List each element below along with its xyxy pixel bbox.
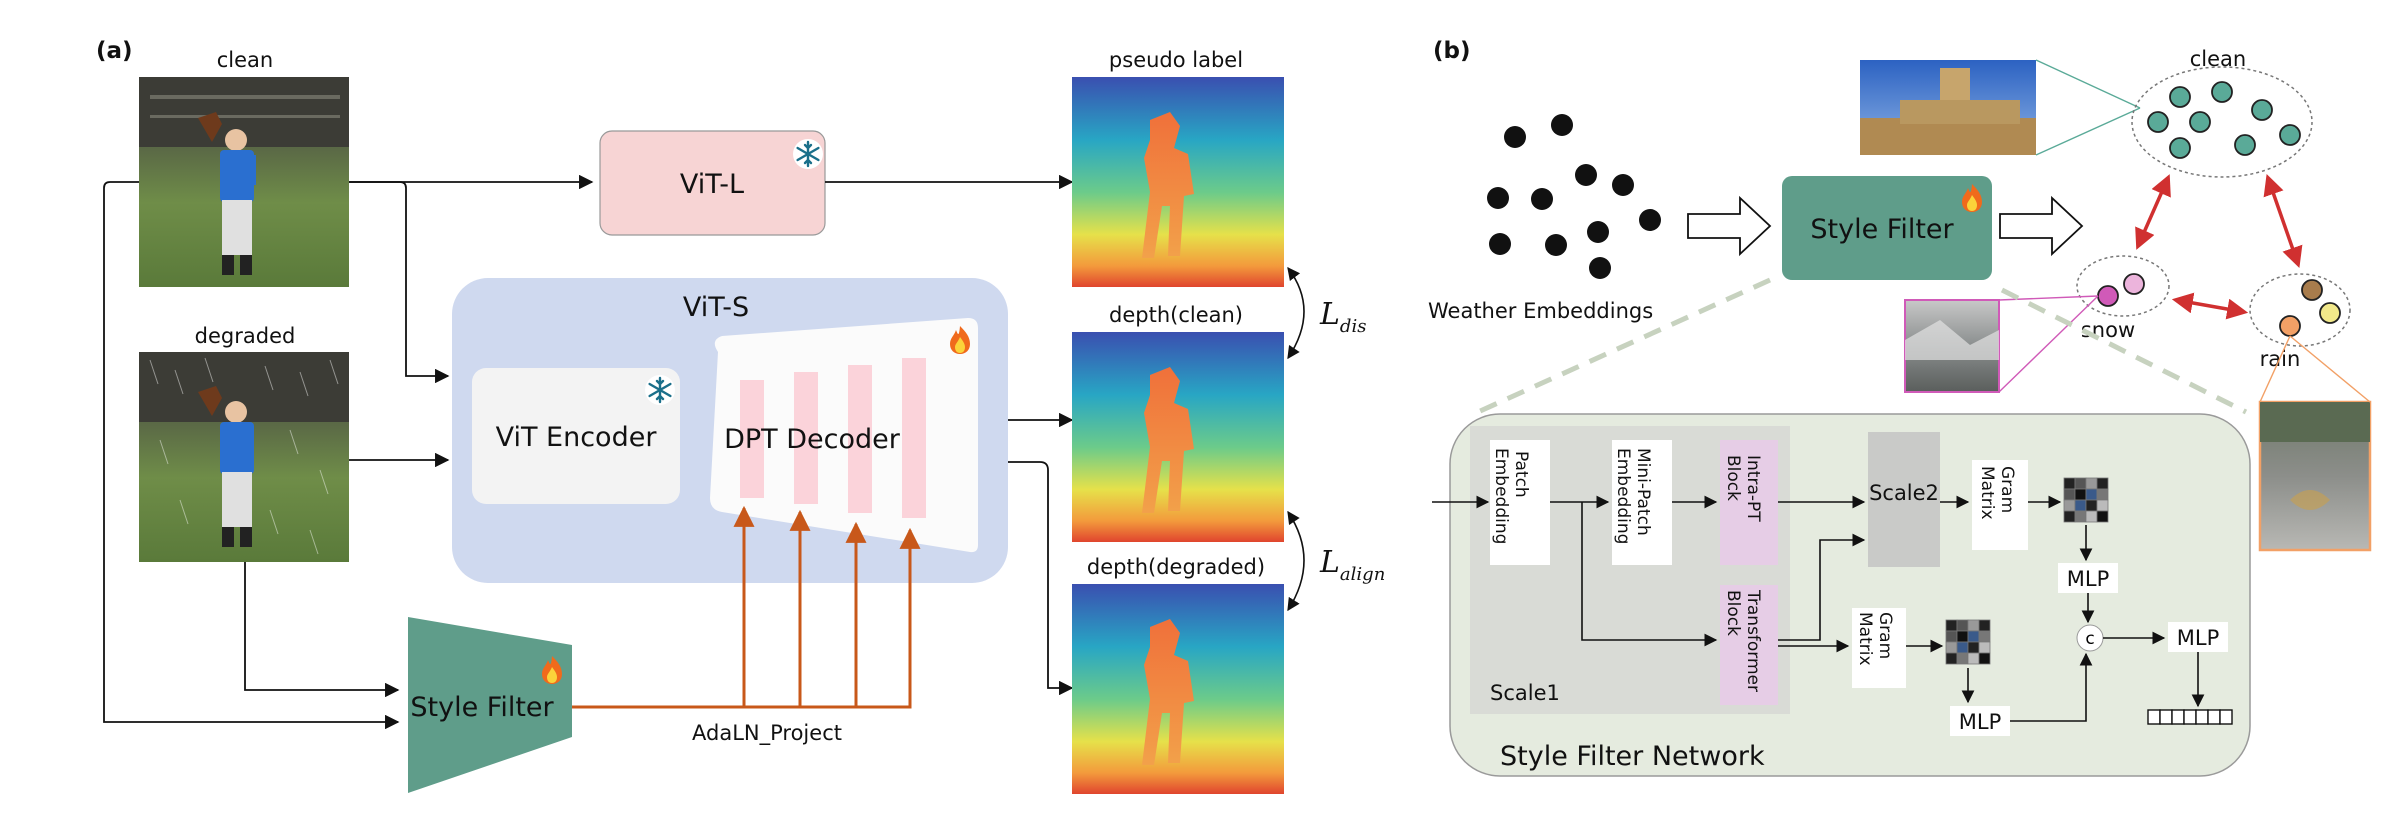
depth-degraded-title: depth(degraded) — [1087, 555, 1265, 579]
gram-matrix-label-1b: Matrix — [1977, 466, 1997, 520]
transformer-label: Transformer — [1743, 589, 1763, 692]
clean-sample-connectors — [2035, 59, 2141, 156]
pseudo-label-title: pseudo label — [1109, 48, 1243, 72]
clean-input-image — [139, 77, 349, 287]
gram-grid-2 — [1945, 619, 1991, 665]
snow-cluster-label: snow — [2081, 318, 2135, 342]
weather-embedding-dots — [1487, 114, 1661, 279]
style-filter-network: Scale1 Style Filter Network Patch Embedd… — [1432, 413, 2251, 777]
cluster-distance-arrows — [2135, 174, 2303, 320]
network-title: Style Filter Network — [1500, 741, 1765, 772]
loss-align-label: Lalign — [1319, 545, 1385, 585]
output-vector — [2147, 709, 2233, 725]
vit-s-block: ViT-S ViT Encoder DPT Decoder — [452, 278, 1008, 583]
intra-pt-label-2: Block — [1723, 455, 1743, 501]
degraded-input-label: degraded — [195, 324, 296, 348]
mlp-label-3: MLP — [2177, 626, 2219, 650]
snow-sample-image — [1904, 299, 2000, 393]
rain-sample-image — [2258, 400, 2372, 552]
patch-embedding-label-2: Embedding — [1491, 448, 1511, 544]
snow-cluster — [2076, 255, 2170, 317]
degraded-input-image — [139, 352, 349, 562]
rain-sample-connectors — [2259, 335, 2371, 403]
gram-grid-1 — [2063, 477, 2109, 523]
scale2-label: Scale2 — [1869, 481, 1939, 505]
zoom-guide-lines — [1476, 277, 2248, 415]
snow-sample-connectors — [1998, 295, 2099, 393]
clean-input-label: clean — [217, 48, 273, 72]
vit-l-block: ViT-L — [599, 130, 826, 236]
snowflake-icon — [643, 373, 677, 407]
style-filter-b: Style Filter — [1782, 176, 1992, 280]
style-filter-a-label: Style Filter — [410, 692, 554, 723]
depth-clean-map — [1072, 332, 1284, 542]
panel-b-tag: (b) — [1433, 38, 1471, 64]
mini-patch-label-2: Embedding — [1613, 448, 1633, 544]
concat-label: c — [2085, 629, 2094, 649]
rain-cluster — [2249, 273, 2351, 347]
adaln-projection-lines — [572, 505, 921, 709]
hollow-arrow-in — [1687, 195, 1772, 257]
depth-clean-title: depth(clean) — [1109, 303, 1243, 327]
pseudo-label-depth-map — [1072, 77, 1284, 287]
snowflake-icon — [791, 137, 825, 171]
dpt-decoder-label: DPT Decoder — [724, 424, 901, 455]
intra-pt-label: Intra-PT — [1743, 455, 1763, 522]
hollow-arrow-out — [1999, 195, 2084, 257]
adaln-label: AdaLN_Project — [692, 721, 842, 746]
depth-degraded-map — [1072, 584, 1284, 794]
weather-embeddings-label: Weather Embeddings — [1428, 299, 1653, 323]
scale1-label: Scale1 — [1490, 681, 1560, 705]
gram-matrix-label-2b: Matrix — [1855, 612, 1875, 666]
loss-dis-label: Ldis — [1319, 297, 1366, 337]
vit-s-label: ViT-S — [683, 292, 749, 323]
patch-embedding-label: Patch — [1511, 451, 1531, 498]
loss-arcs — [1287, 266, 1305, 612]
mlp-label-1: MLP — [2067, 567, 2109, 591]
panel-a-tag: (a) — [96, 38, 133, 64]
dpt-decoder-block: DPT Decoder — [710, 318, 978, 553]
clean-sample-image — [1860, 60, 2036, 155]
gram-matrix-label-1: Gram — [1997, 466, 2017, 513]
panel-a-connectors — [103, 174, 1074, 730]
gram-matrix-label-2: Gram — [1875, 612, 1895, 659]
clean-cluster — [2131, 66, 2313, 178]
vit-encoder-label: ViT Encoder — [496, 422, 658, 453]
mlp-label-2: MLP — [1959, 710, 2001, 734]
vit-l-label: ViT-L — [680, 169, 744, 200]
style-filter-b-label: Style Filter — [1810, 214, 1954, 245]
style-filter-a: Style Filter — [408, 617, 572, 793]
transformer-label-2: Block — [1723, 590, 1743, 636]
mini-patch-label: Mini-Patch — [1633, 448, 1653, 536]
